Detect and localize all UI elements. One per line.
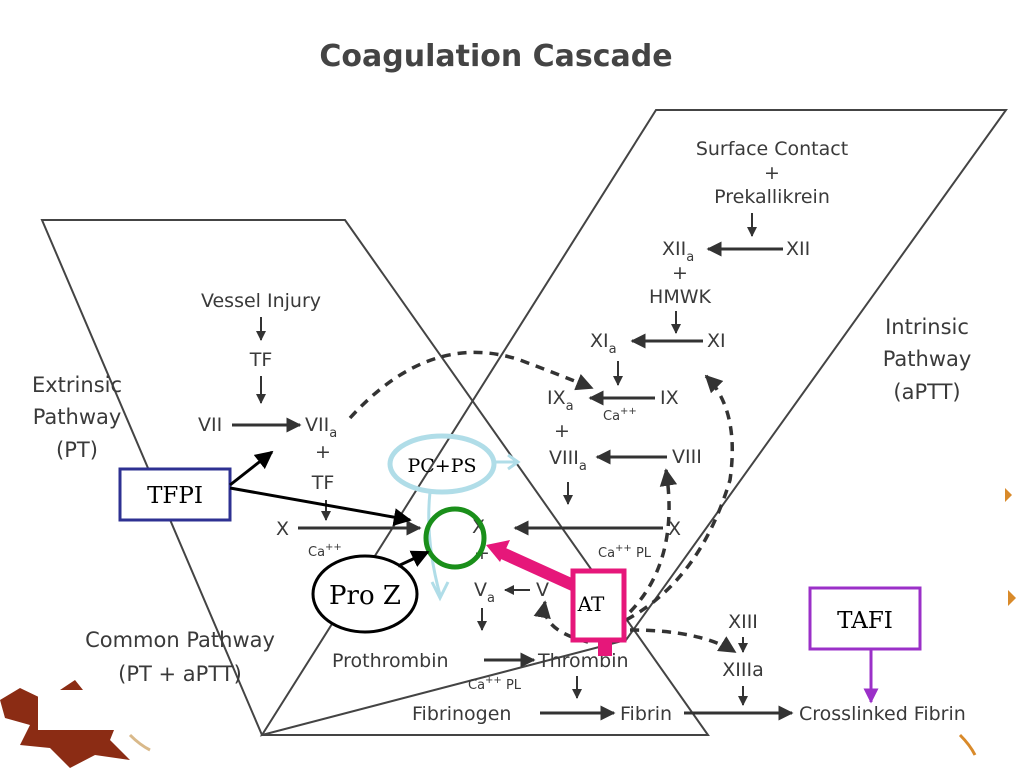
- dashed-arrow-thrombin-xi: [625, 374, 734, 622]
- vii-label: VII: [198, 414, 222, 436]
- intrinsic-pathway-label: Pathway: [883, 347, 972, 371]
- at-arrow-shaft: [497, 546, 578, 592]
- dashed-arrow-viia-ixa: [348, 350, 594, 420]
- thrombin-label: Thrombin: [537, 650, 629, 672]
- at-label: AT: [577, 592, 605, 616]
- ca-ext-label: Ca++: [308, 542, 342, 560]
- x-ext-label: X: [276, 518, 289, 540]
- viia-label: VIIa: [305, 414, 337, 441]
- ca-pl-int-label: Ca++ PL: [598, 543, 652, 561]
- v-label: V: [536, 579, 549, 601]
- common-test-label: (PT + aPTT): [118, 662, 242, 686]
- viiia-label: VIIIa: [549, 447, 587, 474]
- vessel-injury-label: Vessel Injury: [201, 290, 321, 312]
- tfpi-arrow-viia: [229, 450, 274, 487]
- extrinsic-label: Extrinsic: [32, 373, 122, 397]
- common-pathway-label: Common Pathway: [85, 628, 275, 652]
- page-title: Coagulation Cascade: [319, 39, 672, 74]
- prekallikrein-label: Prekallikrein: [714, 186, 830, 208]
- xii-label: XII: [786, 238, 810, 260]
- fibrin-label: Fibrin: [620, 703, 672, 725]
- at-arrow-head: [486, 540, 510, 562]
- plus-ix: +: [554, 420, 570, 442]
- ix-label: IX: [660, 387, 679, 409]
- tf2-label: TF: [311, 472, 335, 494]
- intrinsic-label: Intrinsic: [885, 315, 969, 339]
- pro-z-ellipse: [311, 554, 419, 634]
- extrinsic-pathway-label: Pathway: [33, 405, 122, 429]
- dashed-arrow-thrombin-xiii: [629, 628, 737, 654]
- central-ring: [423, 506, 487, 570]
- ca-pl-thr-label: Ca++ PL: [468, 675, 522, 693]
- at-box: [570, 568, 627, 643]
- xiii-label: XIII: [728, 611, 758, 633]
- plus-xii: +: [672, 262, 688, 284]
- crosslinked-fibrin-label: Crosslinked Fibrin: [799, 703, 966, 725]
- tafi-label: TAFI: [837, 608, 893, 634]
- tfpi-label: TFPI: [147, 483, 203, 509]
- ca-ix-label: Ca++: [603, 406, 637, 424]
- at-stub: [598, 640, 612, 656]
- fibrinogen-label: Fibrinogen: [412, 703, 511, 725]
- tfpi-box: [118, 467, 232, 522]
- xiia-label: XIIa: [662, 238, 694, 265]
- xia-label: XIa: [590, 330, 617, 357]
- plus-surface: +: [764, 162, 780, 184]
- prothrombin-label: Prothrombin: [332, 650, 449, 672]
- pc-ps-ring: [387, 433, 497, 495]
- hmwk-label: HMWK: [649, 286, 711, 308]
- tfpi-arrow-x: [229, 486, 412, 527]
- pc-ps-arrow-right: [494, 453, 521, 471]
- pro-z-arrow: [397, 550, 430, 568]
- va-label: Va: [474, 579, 495, 606]
- viii-label: VIII: [672, 446, 702, 468]
- x-int-label: X: [668, 518, 681, 540]
- pc-ps-arrow-down: [427, 491, 450, 602]
- xi-label: XI: [707, 330, 726, 352]
- intrinsic-test-label: (aPTT): [893, 380, 960, 404]
- tf-label: TF: [249, 349, 273, 371]
- viia-sub: a: [329, 426, 337, 441]
- leaf-mask: [38, 690, 138, 730]
- pc-ps-label: PC+PS: [407, 455, 476, 477]
- extrinsic-test-label: (PT): [56, 438, 98, 462]
- plus-ext: +: [315, 441, 331, 463]
- surface-contact-label: Surface Contact: [696, 138, 848, 160]
- extrinsic-common-pathway-shape: [40, 219, 710, 736]
- tafi-box: [808, 586, 922, 651]
- viia-main: VII: [305, 414, 329, 436]
- dashed-arrow-thrombin-viii: [628, 468, 678, 614]
- ixa-label: IXa: [547, 387, 574, 414]
- leaf-decoration-right: [958, 488, 1016, 756]
- pro-z-label: Pro Z: [329, 581, 401, 611]
- xiiia-label: XIIIa: [722, 659, 763, 681]
